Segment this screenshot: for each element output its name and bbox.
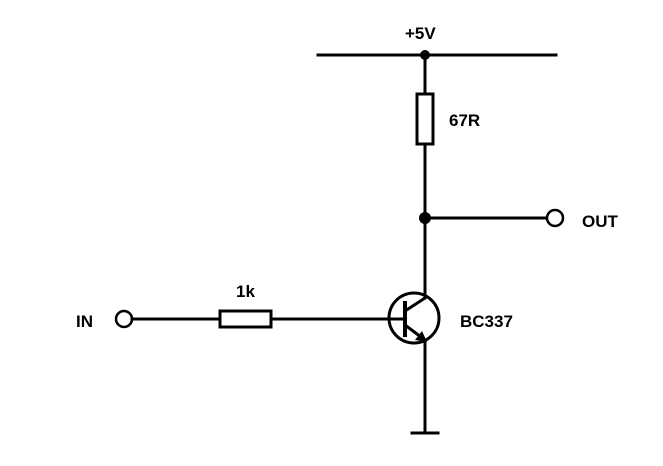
supply-label: +5V bbox=[405, 24, 436, 43]
output-terminal bbox=[545, 208, 565, 228]
output-label: OUT bbox=[582, 212, 619, 231]
npn-transistor bbox=[387, 291, 441, 345]
input-label: IN bbox=[76, 312, 93, 331]
transistor-label: BC337 bbox=[460, 312, 513, 331]
collector-resistor bbox=[415, 92, 435, 146]
base-resistor-label: 1k bbox=[236, 282, 255, 301]
base-resistor bbox=[218, 309, 273, 329]
input-terminal bbox=[114, 309, 134, 329]
collector-resistor-label: 67R bbox=[449, 111, 480, 130]
transistor-envelope bbox=[387, 291, 441, 345]
transistor-collector-lead bbox=[404, 296, 426, 313]
